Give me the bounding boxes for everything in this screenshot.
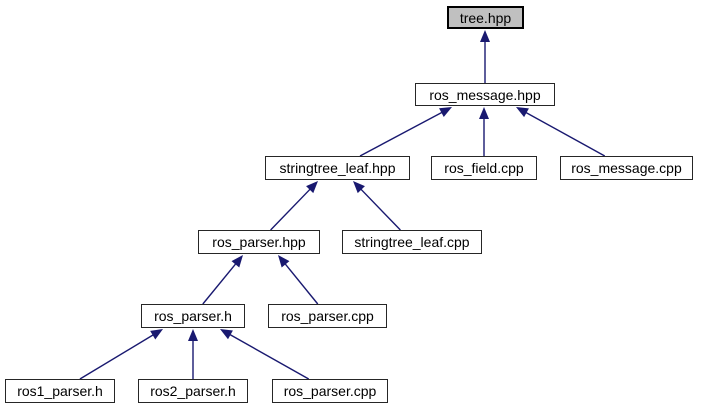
graph-node-ros-field-cpp[interactable]: ros_field.cpp: [431, 156, 537, 180]
graph-node-ros-message-cpp[interactable]: ros_message.cpp: [560, 156, 693, 180]
graph-node-ros2-parser-h[interactable]: ros2_parser.h: [138, 379, 248, 403]
edge-ros-field-cpp-to-ros-message-hpp: [479, 107, 489, 156]
graph-node-tree-hpp: tree.hpp: [447, 6, 524, 29]
edge-stringtree-leaf-hpp-to-ros-message-hpp: [359, 107, 452, 157]
graph-node-ros-parser-h[interactable]: ros_parser.h: [141, 304, 245, 328]
edge-stringtree-leaf-cpp-to-stringtree-leaf-hpp: [353, 181, 401, 231]
edge-ros-parser-h-to-ros-parser-hpp: [202, 255, 243, 305]
graph-node-ros-message-hpp[interactable]: ros_message.hpp: [415, 83, 555, 106]
graph-node-stringtree-leaf-cpp[interactable]: stringtree_leaf.cpp: [342, 230, 482, 254]
edge-ros-message-cpp-to-ros-message-hpp: [516, 107, 606, 157]
graph-node-ros-parser-hpp[interactable]: ros_parser.hpp: [198, 230, 320, 254]
edge-ros2-parser-h-to-ros-parser-h: [188, 329, 198, 379]
graph-node-ros1-parser-h[interactable]: ros1_parser.h: [5, 379, 115, 403]
edge-ros-message-hpp-to-tree-hpp: [480, 30, 490, 83]
edge-ros1-parser-h-to-ros-parser-h: [79, 329, 163, 380]
edge-ros-parser-hpp-to-stringtree-leaf-hpp: [270, 181, 318, 231]
graph-node-ros-parser-cpp-bottom[interactable]: ros_parser.cpp: [272, 379, 388, 403]
edge-ros-parser-cpp-bottom-to-ros-parser-h: [220, 329, 310, 380]
graph-node-ros-parser-cpp-mid[interactable]: ros_parser.cpp: [268, 304, 387, 328]
edge-ros-parser-cpp-mid-to-ros-parser-hpp: [278, 255, 319, 305]
graph-node-stringtree-leaf-hpp[interactable]: stringtree_leaf.hpp: [265, 156, 410, 180]
